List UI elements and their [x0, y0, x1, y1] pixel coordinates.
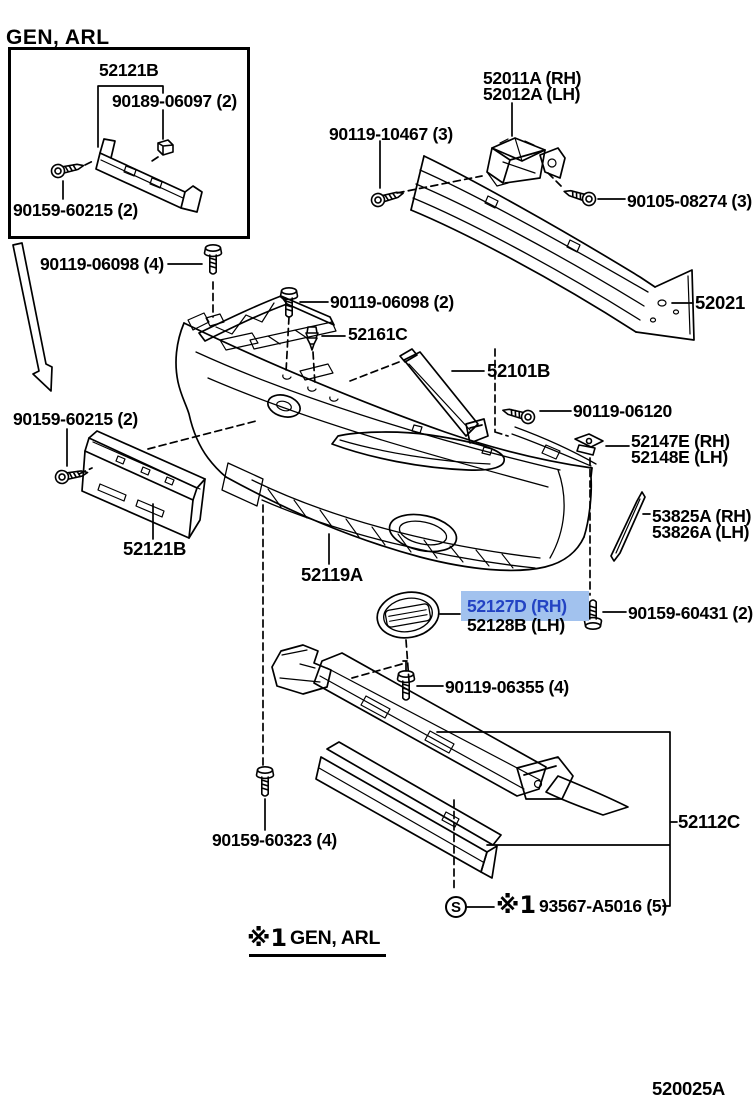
- part-label-52147e[interactable]: 52147E (RH): [631, 431, 730, 451]
- leader-lines: [66, 102, 694, 908]
- part-label-52101b[interactable]: 52101B: [487, 360, 551, 381]
- dashed-lines: [78, 172, 591, 889]
- part-label-90119-06098-2[interactable]: 90119-06098 (2): [330, 292, 454, 312]
- bumper-bracket-drawing: [486, 137, 566, 187]
- inset-dashed-lines: [84, 156, 159, 166]
- bolt-icon: [561, 184, 598, 208]
- bolt-icon: [203, 243, 223, 275]
- s-marker: S: [450, 899, 461, 916]
- part-label-53826a[interactable]: 53826A (LH): [652, 522, 750, 542]
- reinforcement-bar-drawing: [410, 155, 695, 341]
- footnote-underline: [249, 954, 386, 957]
- part-label-90189-06097[interactable]: 90189-06097 (2): [112, 91, 237, 111]
- front-bumper-cover-drawing: [175, 322, 597, 572]
- down-arrow: [12, 242, 53, 392]
- part-label-90119-06355[interactable]: 90119-06355 (4): [445, 677, 569, 697]
- part-label-93567-a5016[interactable]: 93567-A5016 (5): [539, 895, 667, 916]
- fog-hole-cover-drawing: [376, 591, 440, 639]
- part-label-90159-60323[interactable]: 90159-60323 (4): [212, 830, 337, 850]
- part-label-52127d-selected[interactable]: 52127D (RH): [467, 596, 567, 616]
- reference-mark: ※1: [496, 891, 537, 919]
- license-bracket-drawing: [81, 430, 206, 539]
- part-label-52012a[interactable]: 52012A (LH): [483, 84, 581, 104]
- s-marker-circle: [445, 896, 467, 918]
- clip-icon: [305, 326, 319, 351]
- inset-title: GEN, ARL: [6, 26, 110, 49]
- footnote-text: GEN, ARL: [290, 926, 381, 949]
- part-label-52161c[interactable]: 52161C: [348, 324, 408, 344]
- part-label-90119-06098-4[interactable]: 90119-06098 (4): [40, 254, 164, 274]
- part-label-90119-06120[interactable]: 90119-06120: [573, 401, 672, 421]
- lower-spoiler-drawing: [315, 741, 502, 879]
- footnote-reference-mark: ※1: [247, 924, 288, 952]
- support-bracket-drawing: [399, 348, 489, 444]
- part-label-90159-60215-inset[interactable]: 90159-60215 (2): [13, 200, 138, 220]
- part-label-90159-60431[interactable]: 90159-60431 (2): [628, 603, 753, 623]
- upper-retainer-drawing: [187, 295, 337, 350]
- part-label-52121b[interactable]: 52121B: [123, 538, 187, 559]
- part-grouping-bracket: [436, 731, 678, 907]
- bolt-icon: [500, 403, 537, 426]
- part-label-90119-10467[interactable]: 90119-10467 (3): [329, 124, 453, 144]
- lower-absorber-drawing: [271, 644, 629, 816]
- part-label-52121b-inset[interactable]: 52121B: [99, 60, 159, 80]
- part-label-52119a[interactable]: 52119A: [301, 564, 363, 585]
- inset-box: [8, 47, 250, 239]
- part-label-52148e[interactable]: 52148E (LH): [631, 447, 728, 467]
- inset-leader-lines: [62, 85, 164, 200]
- drawing-code: 520025A: [652, 1078, 725, 1099]
- part-label-52011a[interactable]: 52011A (RH): [483, 68, 582, 88]
- part-label-90159-60215[interactable]: 90159-60215 (2): [13, 409, 138, 429]
- part-label-53825a[interactable]: 53825A (RH): [652, 506, 752, 526]
- side-seal-drawing: [610, 491, 646, 562]
- retainer-clip-icon: [574, 433, 604, 456]
- highlight-box: [461, 591, 589, 621]
- part-label-90105-08274[interactable]: 90105-08274 (3): [627, 191, 752, 211]
- screw-icon: [255, 765, 275, 797]
- part-label-52128b[interactable]: 52128B (LH): [467, 615, 565, 635]
- part-label-52112c[interactable]: 52112C: [678, 811, 740, 832]
- license-bracket-inset-drawing: [95, 138, 203, 213]
- bolt-icon: [369, 186, 406, 209]
- part-label-52021[interactable]: 52021: [695, 292, 745, 313]
